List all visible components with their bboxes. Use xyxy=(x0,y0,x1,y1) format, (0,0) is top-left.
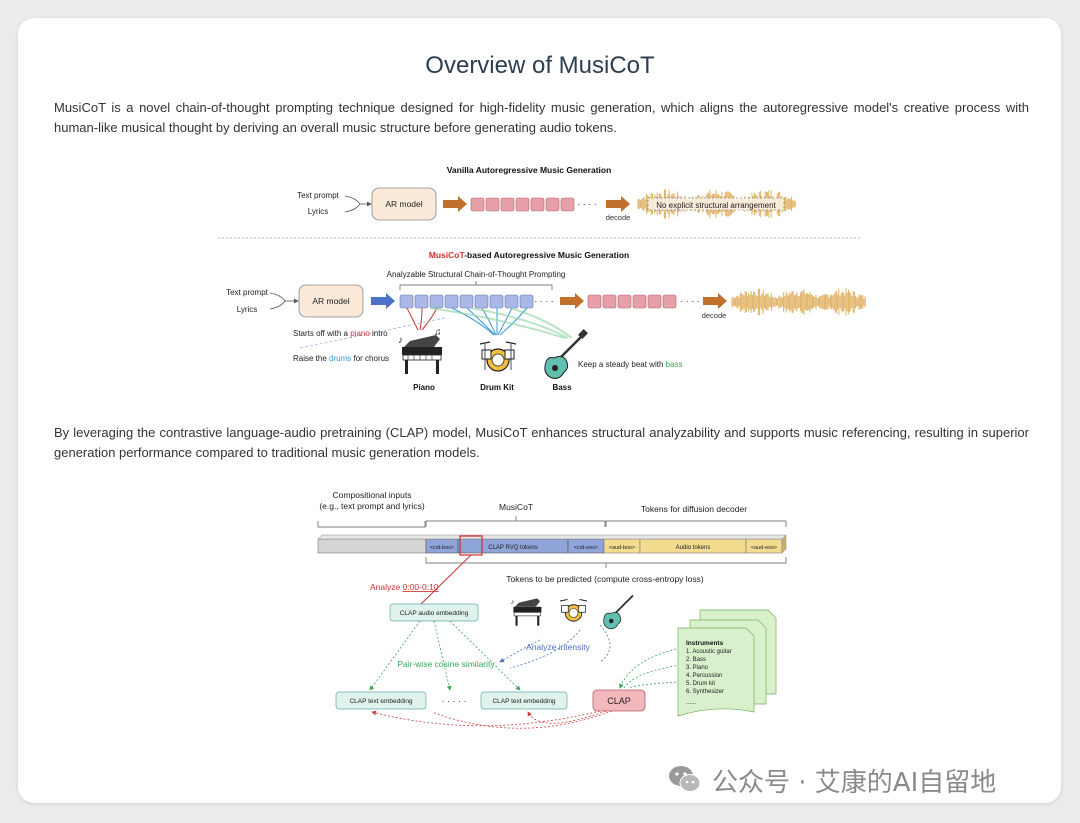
clap-text-label-1: CLAP text embedding xyxy=(349,698,412,705)
pairwise-label: Pair-wise cosine similarity xyxy=(397,659,495,669)
musicot-text-prompt: Text prompt xyxy=(226,288,269,297)
drum-kit-label: Drum Kit xyxy=(480,383,514,392)
bass-guitar-icon xyxy=(544,329,588,379)
instrument-item: 5. Drum kit xyxy=(686,681,715,687)
musicot-title: MusiCoT-based Autoregressive Music Gener… xyxy=(429,250,629,260)
intro-paragraph: MusiCoT is a novel chain-of-thought prom… xyxy=(54,100,1029,135)
instruments-title: Instruments xyxy=(686,640,724,647)
vanilla-decode: decode xyxy=(606,213,631,222)
musicot-decode: decode xyxy=(702,311,727,320)
instrument-item: 6. Synthesizer xyxy=(686,689,724,695)
instrument-item: 4. Percussion xyxy=(686,673,722,679)
page-title: Overview of MusiCoT xyxy=(425,52,655,79)
instrument-list-arrows xyxy=(619,647,681,689)
clap-text-dots: · · · · · xyxy=(442,696,467,706)
audio-ellipsis: · · · · xyxy=(680,296,700,306)
cot-connections xyxy=(299,307,573,349)
musicot-ar-model-box xyxy=(298,284,364,318)
compositional-sub: (e.g., text prompt and lyrics) xyxy=(319,501,425,511)
vanilla-text-prompt: Text prompt xyxy=(297,191,340,200)
content-card xyxy=(18,18,1061,803)
diffusion-tokens-label: Tokens for diffusion decoder xyxy=(641,504,747,514)
similarity-lines xyxy=(369,620,521,691)
musicot-label: MusiCoT xyxy=(499,502,533,512)
musicot-arrow-3 xyxy=(703,293,727,309)
vanilla-token-row xyxy=(470,197,575,212)
instrument-item: 1. Acoustic guitar xyxy=(686,649,732,655)
bass-label: Bass xyxy=(552,383,572,392)
small-bass-icon xyxy=(603,594,634,630)
instrument-item: 3. Piano xyxy=(686,665,709,671)
vanilla-ar-model-box xyxy=(371,187,437,221)
analyze-label: Analyze 0:00-0:10 xyxy=(370,582,439,592)
svg-text:♫: ♫ xyxy=(434,327,442,338)
svg-text:♪: ♪ xyxy=(398,335,403,346)
musicot-arrow-blue xyxy=(371,293,395,309)
piano-label: Piano xyxy=(413,383,435,392)
wechat-icon xyxy=(669,766,701,792)
cot-eos-token: <cot-eos> xyxy=(574,545,598,551)
vanilla-brace xyxy=(344,195,361,213)
clap-label: CLAP xyxy=(607,696,631,706)
vanilla-diagram: Vanilla Autoregressive Music Generation … xyxy=(297,165,796,222)
analyzable-label: Analyzable Structural Chain-of-Thought P… xyxy=(387,270,566,279)
clap-diagram: Compositional inputs (e.g., text prompt … xyxy=(317,490,787,729)
clap-text-box-1 xyxy=(335,691,427,710)
aud-bos-token: <aud-bos> xyxy=(609,545,635,551)
intensity-lines xyxy=(499,624,611,669)
clap-red-arrows xyxy=(371,710,613,729)
cot-bos-token: <cot-bos> xyxy=(430,545,454,551)
drum-kit-icon xyxy=(479,341,517,372)
instruments-document xyxy=(677,609,777,717)
musicot-diagram: MusiCoT-based Autoregressive Music Gener… xyxy=(226,250,866,392)
audio-tokens: Audio tokens xyxy=(676,545,711,551)
clap-text-box-2 xyxy=(480,691,568,710)
musicot-ar-model-label: AR model xyxy=(312,296,349,306)
to-predict-label: Tokens to be predicted (compute cross-en… xyxy=(506,574,704,584)
clap-box xyxy=(592,689,646,712)
watermark-text: 公众号 · 艾康的AI自留地 xyxy=(712,768,997,798)
clap-rvq-token: CLAP RVQ tokens xyxy=(488,545,537,551)
compositional-label: Compositional inputs xyxy=(333,490,412,500)
vanilla-ar-model-label: AR model xyxy=(385,199,422,209)
instrument-item: ...... xyxy=(686,700,696,706)
clap-paragraph: By leveraging the contrastive language-a… xyxy=(54,425,1029,460)
svg-text:♪: ♪ xyxy=(511,599,514,606)
vanilla-lyrics: Lyrics xyxy=(308,207,329,216)
drums-caption: Raise the drums for chorus xyxy=(293,354,389,363)
audio-token-row xyxy=(587,294,677,309)
aud-eos-token: <aud-eos> xyxy=(751,545,777,551)
analyzable-bracket xyxy=(399,281,553,290)
cot-ellipsis: · · · · xyxy=(534,296,554,306)
clap-text-label-2: CLAP text embedding xyxy=(492,698,555,705)
vanilla-arrow-2 xyxy=(606,196,630,212)
vanilla-title: Vanilla Autoregressive Music Generation xyxy=(447,165,612,175)
musicot-arrow-2 xyxy=(560,293,584,309)
cot-token-row xyxy=(399,294,534,309)
small-drum-kit-icon xyxy=(559,599,588,622)
piano-caption: Starts off with a piano intro xyxy=(293,329,388,338)
vanilla-arrow-1 xyxy=(443,196,467,212)
small-piano-icon: ♪ xyxy=(511,598,542,626)
vanilla-no-structure: No explicit structural arrangement xyxy=(656,201,776,210)
bass-caption: Keep a steady beat with bass xyxy=(578,360,683,369)
piano-icon: ♪ ♫ xyxy=(398,327,442,374)
musicot-lyrics: Lyrics xyxy=(237,305,258,314)
instrument-item: 2. Bass xyxy=(686,657,706,663)
musicot-waveform xyxy=(731,288,866,316)
clap-audio-label: CLAP audio embedding xyxy=(400,610,469,617)
analyze-intensity-label: Analyze intensity xyxy=(526,642,591,652)
vanilla-ellipsis: · · · · xyxy=(577,199,597,209)
token-sequence-bar xyxy=(317,534,787,556)
